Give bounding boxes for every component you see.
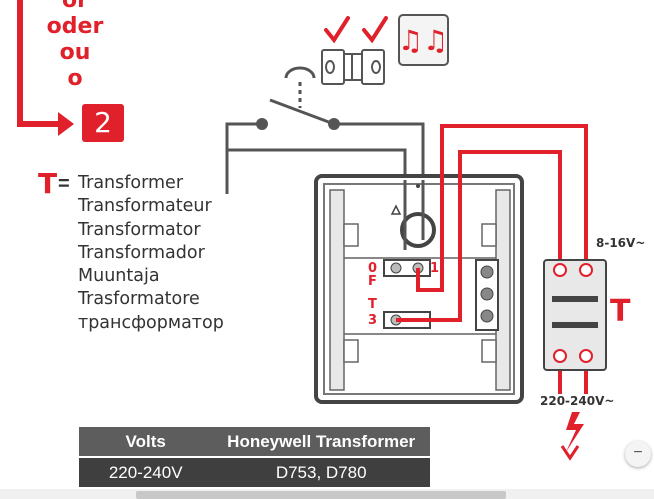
lightning-icon	[566, 412, 584, 452]
transformer-label: T	[610, 294, 631, 329]
translation-fr: Transformateur	[78, 196, 212, 217]
translation-es: Transformador	[78, 242, 205, 263]
translation-en: Transformer	[78, 173, 184, 193]
push-button-switch	[225, 66, 425, 194]
terminal-label-1: 1	[430, 261, 440, 276]
step-number-badge: 2	[82, 104, 124, 142]
or-label: or	[62, 0, 88, 13]
transformer-translations: Transformer Transformateur Transformator…	[78, 172, 224, 335]
mains-arrow	[560, 445, 580, 461]
terminal-label-3: 3	[368, 313, 378, 328]
ou-label: ou	[59, 40, 91, 65]
music-note-icon: ♫♫	[398, 14, 449, 66]
zoom-out-button[interactable]: −	[625, 441, 651, 467]
column-header: Honeywell Transformer	[212, 427, 430, 457]
translation-fi: Muuntaja	[78, 266, 160, 287]
table-cell: D753, D780	[212, 456, 430, 487]
chime-units-icon	[321, 49, 385, 85]
transformer-spec-table: Volts Honeywell Transformer 220-240V D75…	[79, 427, 430, 487]
terminal-label-0: 0	[368, 261, 378, 276]
translation-it: Trasformatore	[78, 289, 200, 310]
step-arrow	[17, 0, 62, 127]
terminal-label-t: T	[368, 297, 377, 312]
terminal-label-f: F	[368, 274, 377, 289]
scrollbar-thumb[interactable]	[136, 491, 506, 499]
transformer-unit	[543, 259, 607, 371]
table-header-row: Volts Honeywell Transformer	[79, 427, 430, 457]
translation-de: Transformator	[78, 219, 201, 240]
equals-sign: =	[58, 173, 70, 195]
mains-voltage-label: 220-240V~	[540, 394, 615, 408]
oder-label: oder	[46, 14, 104, 39]
column-header: Volts	[79, 427, 213, 457]
arrowhead-icon	[58, 112, 74, 136]
table-cell: 220-240V	[79, 456, 213, 487]
chime-checkmark-icons	[324, 16, 388, 44]
translation-ru: трансформатор	[78, 312, 224, 333]
grey-wires-into-box	[403, 180, 425, 250]
o-label: o	[67, 66, 83, 91]
svg-text:♫♫: ♫♫	[398, 24, 448, 57]
low-voltage-label: 8-16V~	[596, 236, 646, 250]
language-or-list: or oder ou o	[20, 0, 130, 92]
transformer-symbol: T	[38, 167, 58, 200]
table-row: 220-240V D753, D780	[79, 456, 430, 487]
